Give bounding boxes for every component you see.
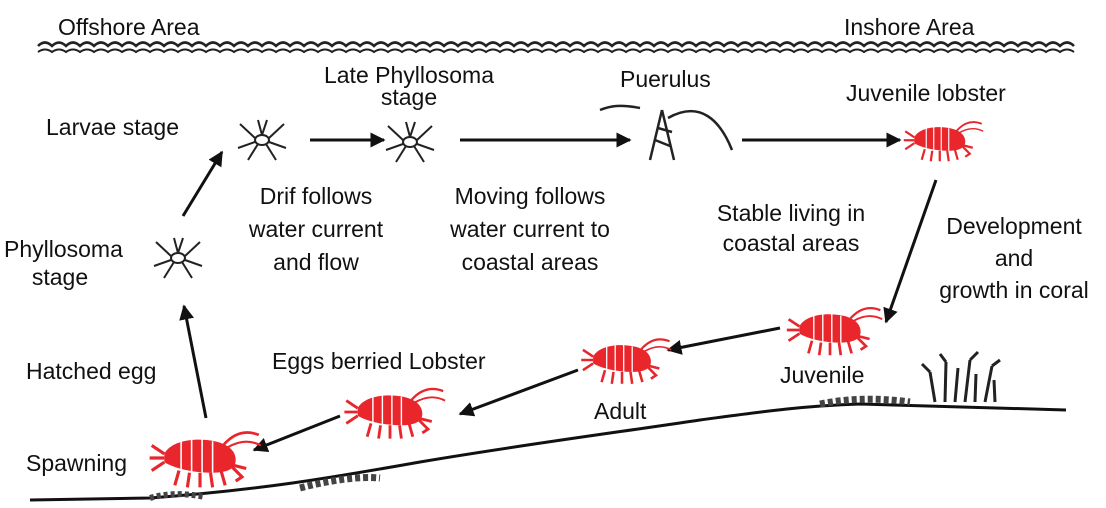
adult-lobster-icon bbox=[581, 339, 671, 383]
late-phyllosoma-label: Late Phyllosoma stage bbox=[304, 62, 514, 110]
wave-surface-icon bbox=[38, 43, 1074, 53]
development-note: Development and growth in coral bbox=[926, 210, 1102, 306]
spawning-label: Spawning bbox=[26, 450, 127, 476]
offshore-label: Offshore Area bbox=[58, 14, 200, 40]
late-phyllosoma-icon bbox=[386, 122, 434, 162]
larvae-stage-label: Larvae stage bbox=[46, 114, 179, 140]
phyllosoma-stage-label: Phyllosoma stage bbox=[4, 236, 116, 290]
adult-label: Adult bbox=[594, 398, 646, 424]
juvenile-lobster-label: Juvenile lobster bbox=[846, 80, 1006, 106]
phyllosoma-icon bbox=[154, 238, 202, 278]
juvenile-label: Juvenile bbox=[780, 362, 864, 388]
stable-note: Stable living in coastal areas bbox=[696, 198, 886, 258]
puerulus-label: Puerulus bbox=[620, 66, 711, 92]
coral-icon bbox=[922, 352, 1000, 402]
drift-note: Drif follows water current and flow bbox=[226, 180, 406, 279]
spawning-lobster-icon bbox=[150, 432, 261, 487]
juvenile-icon bbox=[787, 308, 882, 355]
larva-stage-icon bbox=[238, 120, 286, 160]
inshore-label: Inshore Area bbox=[844, 14, 974, 40]
eggs-berried-label: Eggs berried Lobster bbox=[272, 348, 486, 374]
puerulus-icon bbox=[600, 106, 732, 160]
moving-note: Moving follows water current to coastal … bbox=[430, 180, 630, 279]
hatched-egg-label: Hatched egg bbox=[26, 358, 156, 384]
berried-lobster-icon bbox=[344, 389, 445, 439]
juvenile-lobster-icon bbox=[904, 122, 984, 161]
